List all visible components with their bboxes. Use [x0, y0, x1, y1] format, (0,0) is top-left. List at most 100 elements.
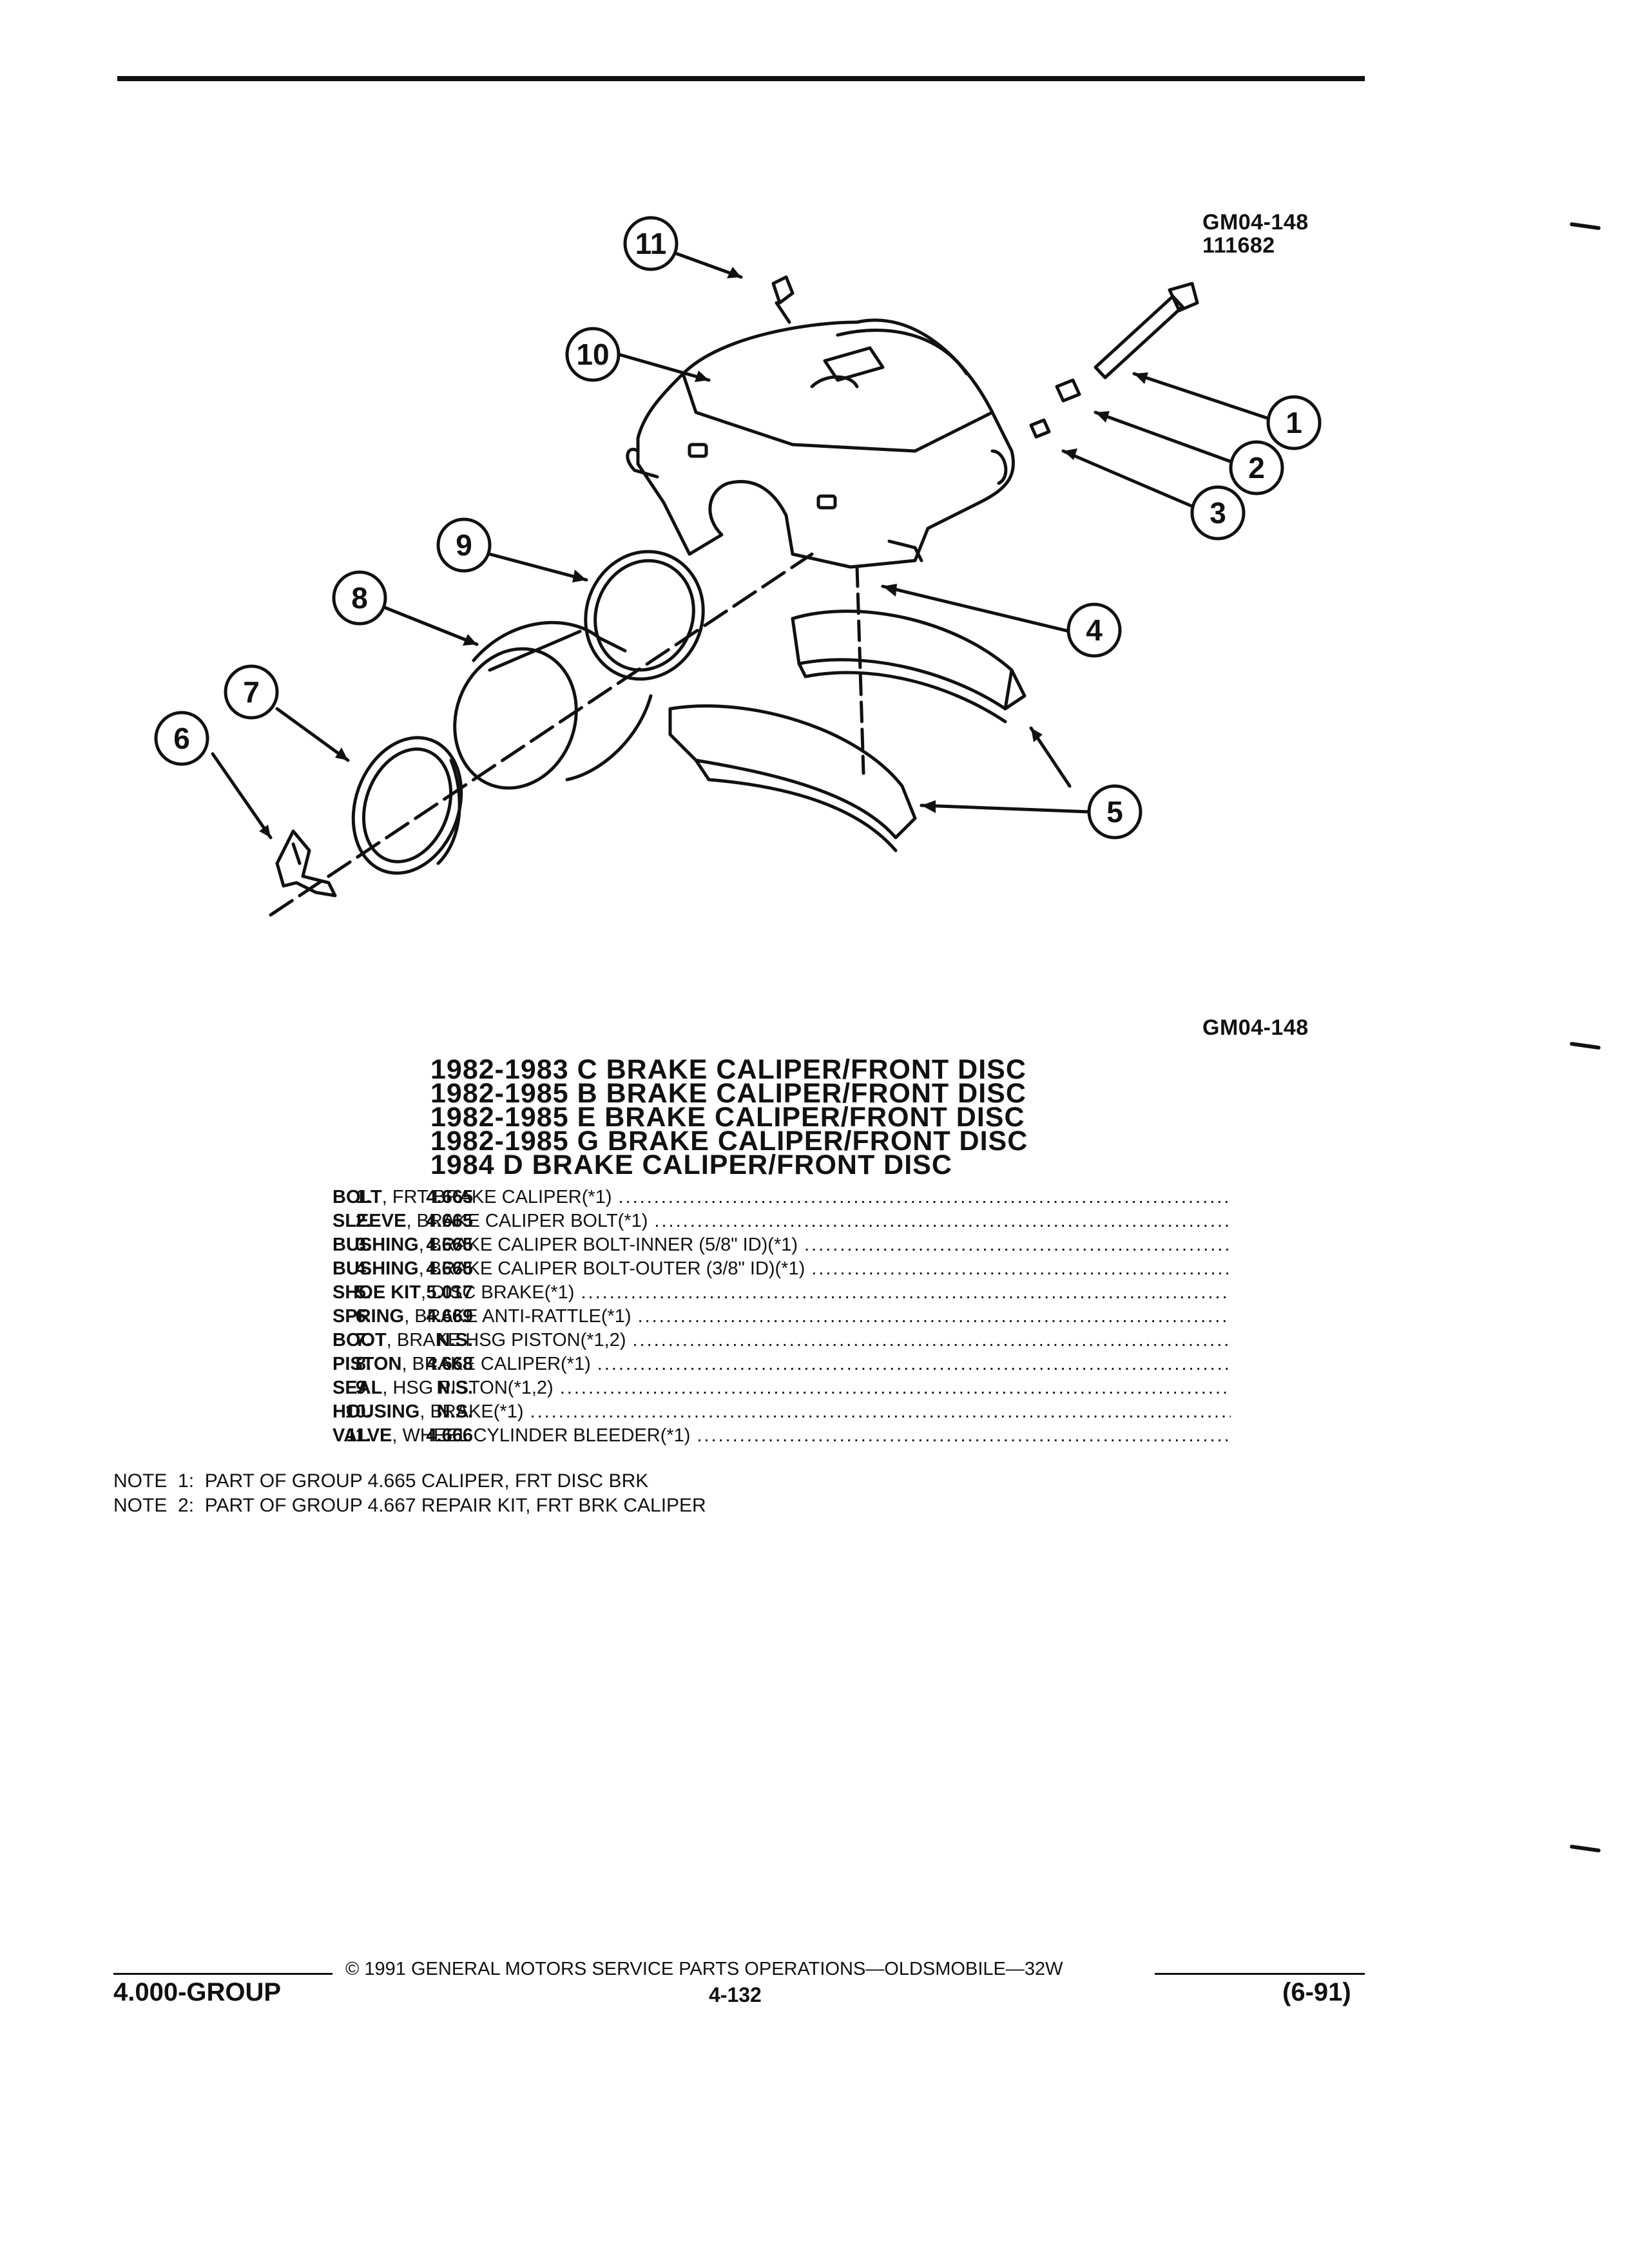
part-group: N.S.: [436, 1401, 473, 1422]
part-number: 7.: [355, 1330, 371, 1350]
part-number: 5.: [355, 1282, 371, 1303]
part-description: , DISC BRAKE(*1): [420, 1282, 575, 1303]
section-title: 1982-1983 C BRAKE CALIPER/FRONT DISC: [430, 1054, 1027, 1085]
part-name: PISTON: [333, 1354, 402, 1374]
parts-list-row: 1. 4.665 BOLT, FRT BRAKE CALIPER(*1)....…: [148, 1186, 1231, 1209]
part-description: , FRT BRAKE CALIPER(*1): [381, 1187, 612, 1207]
callout-label: 10: [576, 338, 609, 371]
part-description: , BRAKE CALIPER(*1): [401, 1354, 591, 1374]
part-name: SPRING: [333, 1306, 405, 1327]
section-title: 1982-1985 B BRAKE CALIPER/FRONT DISC: [430, 1078, 1027, 1109]
dot-leader: ........................................…: [581, 1282, 1231, 1303]
bleeder-valve-illustration: [771, 275, 795, 324]
callout-label: 8: [351, 581, 368, 615]
part-description: , BRAKE HSG PISTON(*1,2): [386, 1330, 626, 1350]
part-name: BOOT: [333, 1330, 387, 1350]
part-description: , HSG PISTON(*1,2): [382, 1378, 554, 1398]
dot-leader: ........................................…: [637, 1306, 1231, 1327]
parts-list-row: 2. 4.665 SLEEVE, BRAKE CALIPER BOLT(*1).…: [148, 1209, 1231, 1233]
section-titles: 1982-1983 C BRAKE CALIPER/FRONT DISC 198…: [430, 1054, 1028, 1180]
part-group: 4.665: [426, 1258, 473, 1279]
edge-mark: [1569, 1844, 1601, 1853]
section-title: 1982-1985 E BRAKE CALIPER/FRONT DISC: [430, 1102, 1025, 1133]
part-group: N.S.: [436, 1378, 473, 1398]
part-group: 4.665: [426, 1211, 473, 1231]
note-line: NOTE 2: PART OF GROUP 4.667 REPAIR KIT, …: [113, 1495, 706, 1516]
part-description: , BRAKE CALIPER BOLT-INNER (5/8" ID)(*1): [418, 1235, 798, 1255]
callout-circle: [436, 517, 492, 573]
callout-circle: [565, 327, 621, 382]
part-group: 4.665: [426, 1235, 473, 1255]
bolt-illustration: [1029, 282, 1199, 439]
callout-label: 9: [456, 528, 472, 562]
callout-circle: [332, 570, 387, 626]
dot-leader: ........................................…: [530, 1401, 1231, 1422]
parts-list-row: 6. 4.669 SPRING, BRAKE ANTI-RATTLE(*1)..…: [148, 1305, 1231, 1329]
callout-label: 4: [1086, 613, 1103, 647]
part-number: 9.: [355, 1378, 371, 1398]
dot-leader: ........................................…: [597, 1354, 1231, 1374]
piston-illustration: [453, 620, 653, 790]
part-name: BUSHING: [333, 1258, 419, 1279]
part-name: SHOE KIT: [333, 1282, 421, 1303]
callout-label: 1: [1286, 406, 1302, 439]
part-number: 11.: [346, 1425, 371, 1446]
boot-illustration: [351, 736, 463, 875]
part-name: HOUSING: [333, 1401, 420, 1422]
group-label: 4.000-GROUP: [113, 1978, 282, 2006]
part-group: 4.666: [426, 1425, 473, 1446]
callout-label: 2: [1248, 451, 1265, 485]
dot-leader: ........................................…: [618, 1187, 1231, 1207]
page-number: 4-132: [709, 1983, 762, 2006]
parts-list-row: 9. N.S. SEAL, HSG PISTON(*1,2)..........…: [148, 1376, 1231, 1400]
part-description: , BRAKE ANTI-RATTLE(*1): [404, 1306, 631, 1327]
callout-circle: [623, 216, 679, 271]
section-title: 1982-1985 G BRAKE CALIPER/FRONT DISC: [430, 1126, 1028, 1157]
revision-date: (6-91): [1282, 1978, 1351, 2006]
inner-shoe-illustration: [791, 610, 1027, 724]
parts-list-row: 7. N.S. BOOT, BRAKE HSG PISTON(*1,2)....…: [148, 1329, 1231, 1352]
figure-id-top: GM04-148: [1202, 210, 1309, 235]
part-number: 8.: [355, 1354, 371, 1374]
part-number: 4.: [355, 1258, 371, 1279]
dot-leader: ........................................…: [697, 1425, 1231, 1446]
section-title: 1984 D BRAKE CALIPER/FRONT DISC: [430, 1149, 952, 1180]
part-number: 6.: [355, 1306, 371, 1327]
callout-label: 6: [173, 722, 190, 755]
parts-list-row: 5. 5.017 SHOE KIT, DISC BRAKE(*1).......…: [148, 1281, 1231, 1305]
part-name: SLEEVE: [333, 1211, 407, 1231]
spring-clip-illustration: [275, 829, 337, 898]
part-name: BUSHING: [333, 1235, 419, 1255]
part-description: , BRAKE(*1): [419, 1401, 524, 1422]
part-group: 4.669: [426, 1306, 473, 1327]
dot-leader: ........................................…: [811, 1258, 1231, 1279]
callout-label: 5: [1106, 795, 1123, 829]
callout-circle: [224, 664, 279, 720]
figure-id-bottom: GM04-148: [1202, 1015, 1309, 1040]
seal-ring-illustration: [584, 550, 705, 681]
callout-circle: [1066, 602, 1122, 658]
parts-list-row: 11. 4.666 VALVE, WHEEL CYLINDER BLEEDER(…: [148, 1424, 1231, 1448]
callout-label: 11: [635, 227, 667, 260]
parts-list-row: 4. 4.665 BUSHING, BRAKE CALIPER BOLT-OUT…: [148, 1257, 1231, 1281]
part-name: BOLT: [333, 1187, 382, 1207]
dot-leader: ........................................…: [632, 1330, 1231, 1350]
parts-list: 1. 4.665 BOLT, FRT BRAKE CALIPER(*1)....…: [148, 1186, 1231, 1448]
part-name: SEAL: [333, 1378, 383, 1398]
part-group: 4.665: [426, 1187, 473, 1207]
top-rule: [117, 76, 1365, 81]
part-description: , BRAKE CALIPER BOLT(*1): [406, 1211, 648, 1231]
footer-rule-left: [113, 1973, 333, 1975]
footer-rule-right: [1155, 1973, 1365, 1975]
copyright-line: © 1991 GENERAL MOTORS SERVICE PARTS OPER…: [345, 1959, 1063, 1979]
dot-leader: ........................................…: [654, 1211, 1231, 1231]
part-number: 2.: [355, 1211, 371, 1231]
exploded-parts-diagram: 11 10 1 2 3 9 8 7 6 4 5: [154, 216, 1322, 917]
callout-circle: [1190, 485, 1246, 541]
part-number: 10.: [345, 1401, 371, 1422]
callout-circle: [1229, 440, 1284, 495]
dot-leader: ........................................…: [559, 1378, 1231, 1398]
part-group: 5.017: [426, 1282, 473, 1303]
callout-label: 7: [243, 675, 260, 709]
figure-number: 111682: [1202, 233, 1275, 258]
